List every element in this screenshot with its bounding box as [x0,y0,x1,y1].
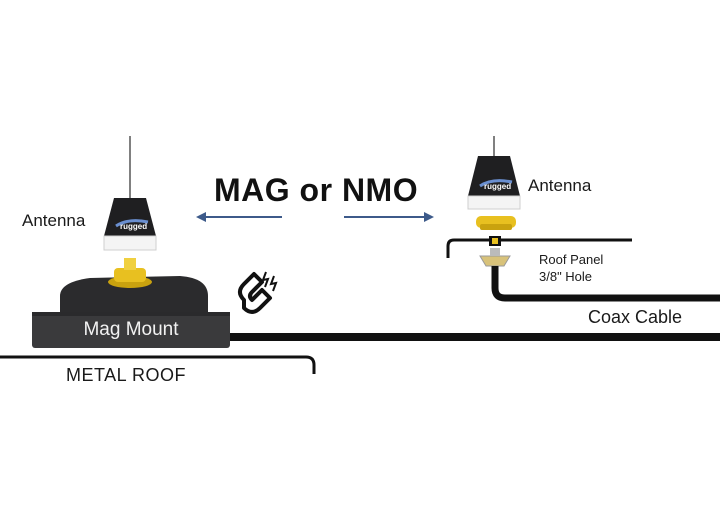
svg-text:rugged: rugged [484,182,511,191]
antenna-right-label: Antenna [528,176,592,195]
diagram-heading: MAG or NMO [214,172,419,208]
mag-mount [32,276,230,348]
mag-mount-label: Mag Mount [83,319,179,340]
magnet-icon [238,271,278,314]
roof-panel-label: Roof Panel 3/8" Hole [539,251,603,285]
double-arrow-icon [196,212,434,222]
yellow-connector-left [108,258,152,288]
roof-panel-label-line1: Roof Panel [539,252,604,267]
metal-roof-line [0,355,316,374]
roof-panel-label-line2: 3/8" Hole [539,269,593,284]
svg-text:rugged: rugged [120,222,147,231]
antenna-body-left: rugged [103,198,157,251]
roof-panel-line [446,238,632,258]
coax-cable-label: Coax Cable [588,307,683,327]
antenna-left-label: Antenna [22,211,86,230]
nmo-connector [479,236,511,267]
coax-cable-right [491,266,720,302]
coax-cable-left [228,333,720,341]
antenna-body-right: rugged [467,156,521,210]
yellow-connector-right [476,216,516,230]
metal-roof-label: METAL ROOF [66,365,187,385]
